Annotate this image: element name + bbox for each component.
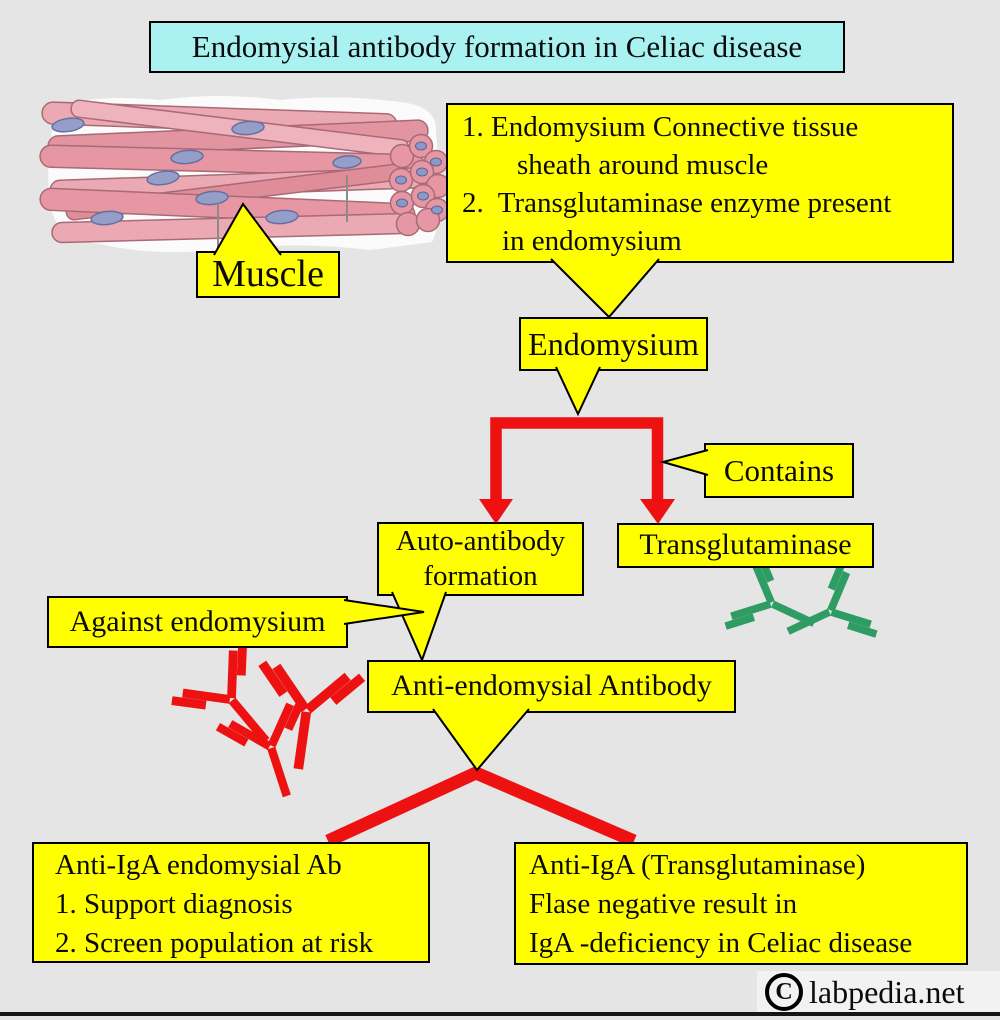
info-box-text: 1. Endomysium Connective tissue sheath a… <box>462 108 942 258</box>
info-line: 1. Endomysium Connective tissue <box>462 111 859 143</box>
outcome-right-text: Anti-IgA (Transglutaminase) Flase negati… <box>529 846 965 963</box>
red-branch-connector <box>479 417 675 524</box>
anti-endomysial-box <box>367 660 736 713</box>
against-endomysium-label: Against endomysium <box>69 604 326 638</box>
bottom-border-line <box>0 1012 1000 1016</box>
outcome-right-box <box>514 842 968 965</box>
info-box <box>446 103 954 263</box>
muscle-nuclei <box>51 117 362 226</box>
arrowhead-left <box>479 499 513 524</box>
info-line: in endomysium <box>502 225 682 257</box>
page-title: Endomysial antibody formation in Celiac … <box>191 29 803 65</box>
antibody-y-icon <box>726 554 831 660</box>
muscle-fibers <box>39 99 431 244</box>
transglutaminase-label: Transglutaminase <box>639 528 852 562</box>
info-line: 2. Transglutaminase enzyme present <box>462 187 892 219</box>
contains-tail <box>659 449 709 476</box>
red-v-connector <box>325 765 637 847</box>
site-name: labpedia.net <box>809 973 965 1010</box>
antibody-y-icon <box>218 699 329 809</box>
info-box-tail <box>550 258 660 319</box>
against-endomysium-box <box>47 596 348 648</box>
outcome-line: Flase negative result in <box>529 888 798 920</box>
red-antibody-cluster <box>172 641 362 809</box>
auto-antibody-label: Auto-antibody formation <box>395 525 573 592</box>
outcome-line: 2. Screen population at risk <box>55 927 374 959</box>
outcome-line: 1. Support diagnosis <box>55 888 293 920</box>
muscle-bundle-cross-section <box>388 133 451 237</box>
outcome-line: Anti-IgA (Transglutaminase) <box>529 849 866 881</box>
outcome-line: IgA -deficiency in Celiac disease <box>529 927 913 959</box>
contains-label: Contains <box>723 452 835 488</box>
outcome-left-box <box>32 842 430 963</box>
antibody-y-icon <box>172 641 301 770</box>
title-box <box>149 21 845 73</box>
outcome-line: Anti-IgA endomysial Ab <box>55 849 342 881</box>
arrowhead-right <box>640 499 675 524</box>
green-antibody-cluster <box>726 554 877 668</box>
info-line: sheath around muscle <box>517 149 769 181</box>
muscle-label-box <box>196 251 340 298</box>
outcome-left-text: Anti-IgA endomysial Ab 1. Support diagno… <box>55 846 425 961</box>
auto-antibody-box <box>377 522 584 596</box>
copyright-icon: C <box>765 973 803 1011</box>
endomysium-label: Endomysium <box>528 325 699 362</box>
anti-endomysial-tail <box>432 708 530 772</box>
auto-antibody-tail <box>391 591 447 663</box>
transglutaminase-box <box>617 523 874 568</box>
contains-box <box>704 443 854 498</box>
antibody-y-icon <box>248 663 362 776</box>
against-endomysium-tail <box>343 599 425 625</box>
anti-endomysial-label: Anti-endomysial Antibody <box>391 669 712 703</box>
muscle-leader-lines <box>217 175 348 250</box>
endomysium-tail <box>555 366 601 417</box>
muscle-illustration-image <box>39 96 451 253</box>
muscle-label-tail <box>213 202 282 256</box>
site-logo: C labpedia.net <box>757 971 1000 1013</box>
muscle-label: Muscle <box>212 252 324 295</box>
endomysium-box <box>519 317 708 371</box>
